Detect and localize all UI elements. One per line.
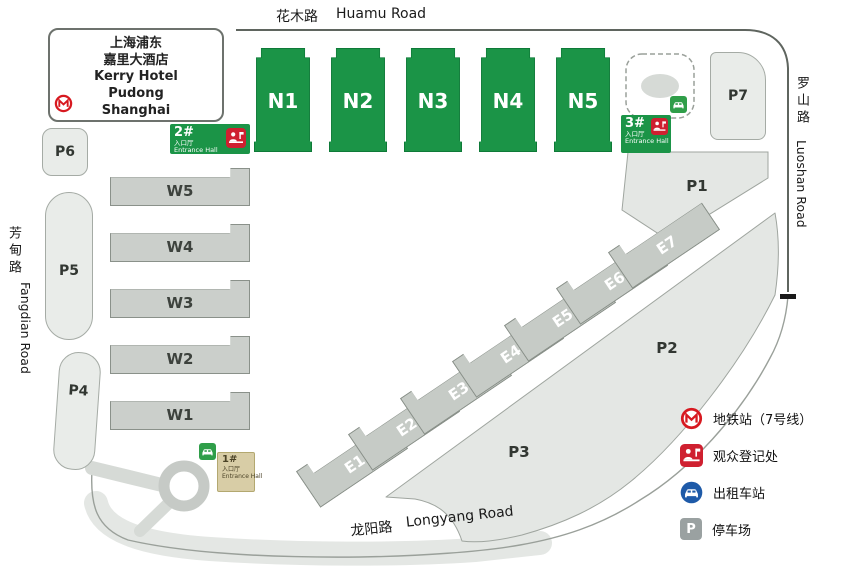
legend-item-taxi: 出租车站	[680, 481, 812, 504]
parking-label: P6	[54, 144, 75, 160]
parking-p7: P7	[710, 52, 766, 140]
boundary-road-line	[236, 29, 789, 292]
parking-p6: P6	[42, 128, 88, 176]
registration-icon	[680, 444, 703, 467]
metro-icon	[680, 407, 703, 430]
entrance-2-number: 2#	[174, 125, 194, 140]
taxi-icon	[670, 96, 687, 113]
hall-n2-body: N2	[330, 49, 386, 151]
parking-label: P5	[58, 263, 79, 279]
hall-label: W3	[166, 293, 194, 312]
roundabout-access-road	[85, 461, 173, 493]
road-luoshan-cn: 罗山路	[794, 76, 809, 127]
entrance-1-label-cn: 入口厅	[222, 465, 241, 473]
road-huamu-cn: 花木路	[276, 9, 318, 25]
parking-band-right	[385, 212, 779, 543]
hall-n2: N2	[329, 48, 387, 152]
road-huamu-en: Huamu Road	[336, 6, 427, 22]
hall-n4-body: N4	[480, 49, 536, 151]
parking-label: P7	[727, 88, 748, 104]
hall-n3: N3	[404, 48, 462, 152]
entrance-3-label-en: Entrance Hall	[625, 137, 669, 146]
hotel-line-5: Shanghai	[101, 102, 171, 118]
hall-n5: N5	[554, 48, 612, 152]
hotel-line-4: Pudong	[108, 85, 164, 101]
entrance-2-label-en: Entrance Hall	[174, 146, 218, 155]
road-fangdian-cn: 芳甸路	[6, 226, 21, 277]
parking-label: P4	[67, 382, 89, 400]
legend-item-registration: 观众登记处	[680, 444, 812, 467]
taxi-icon	[680, 481, 703, 504]
hall-n3-body: N3	[405, 49, 461, 151]
hall-label: N2	[342, 89, 374, 113]
parking-p1-shape	[621, 151, 769, 241]
legend-label: 地铁站（7号线）	[713, 413, 813, 428]
taxi-car-glyph	[673, 102, 684, 109]
entrance-1-label-en: Entrance Hall	[222, 472, 263, 480]
bottom-boundary-line	[90, 295, 789, 558]
legend-item-parking: P 停车场	[680, 518, 812, 540]
taxi-icon	[199, 443, 216, 460]
legend-label: 出租车站	[713, 487, 766, 502]
hall-label: N1	[267, 89, 299, 113]
hall-label: W5	[166, 181, 194, 200]
entrance-1-number: 1#	[222, 454, 238, 465]
hall-n1-body: N1	[255, 49, 311, 151]
legend-label: 停车场	[712, 523, 752, 539]
hotel-line-1: 上海浦东	[109, 36, 162, 51]
taxi-car-glyph	[202, 449, 213, 456]
entrance-hall-1: 1# 入口厅 Entrance Hall	[217, 452, 263, 492]
roundabout	[158, 460, 210, 512]
hall-n5-body: N5	[555, 49, 611, 151]
hall-label: N5	[567, 89, 599, 113]
legend-label: 观众登记处	[713, 450, 779, 465]
parking-icon-letter: P	[686, 521, 696, 537]
hall-label: W1	[166, 405, 194, 424]
hotel-line-3: Kerry Hotel	[94, 69, 178, 85]
hall-n4: N4	[479, 48, 537, 152]
parking-p4: P4	[51, 350, 103, 472]
hotel-line-2: 嘉里大酒店	[103, 52, 169, 68]
legend: 地铁站（7号线） 观众登记处 出租车站 P	[680, 407, 812, 540]
entrance-2-label-cn: 入口厅	[174, 138, 194, 147]
parking-label-p3: P3	[508, 443, 530, 461]
roundabout-south-road	[134, 494, 178, 537]
dropoff-island	[641, 74, 679, 98]
parking-label-p2: P2	[656, 339, 678, 357]
road-luoshan-en: Luoshan Road	[794, 140, 809, 228]
legend-item-metro: 地铁站（7号线）	[680, 407, 812, 430]
hall-label: W4	[166, 237, 194, 256]
kerry-hotel-block: 上海浦东 嘉里大酒店 Kerry Hotel Pudong Shanghai	[48, 28, 224, 122]
entrance-3-label-cn: 入口厅	[625, 129, 645, 138]
hall-label: N4	[492, 89, 524, 113]
entrance-hall-2: 2# 入口厅 Entrance Hall	[170, 124, 250, 154]
road-fangdian-en: Fangdian Road	[18, 282, 33, 374]
hall-label: W2	[166, 349, 194, 368]
metro-icon	[54, 94, 73, 113]
parking-p5: P5	[45, 192, 93, 340]
road-huamu: 花木路 Huamu Road	[276, 6, 426, 26]
road-dash	[780, 294, 796, 299]
registration-icon	[226, 128, 246, 148]
entrance-hall-3: 3# 入口厅 Entrance Hall	[621, 115, 671, 153]
hall-n1: N1	[254, 48, 312, 152]
perimeter-band-bottom	[84, 491, 552, 566]
hall-label: N3	[417, 89, 449, 113]
parking-label-p1: P1	[686, 177, 708, 195]
registration-icon	[651, 118, 668, 135]
entrance-3-number: 3#	[625, 116, 645, 131]
parking-icon: P	[680, 518, 702, 540]
